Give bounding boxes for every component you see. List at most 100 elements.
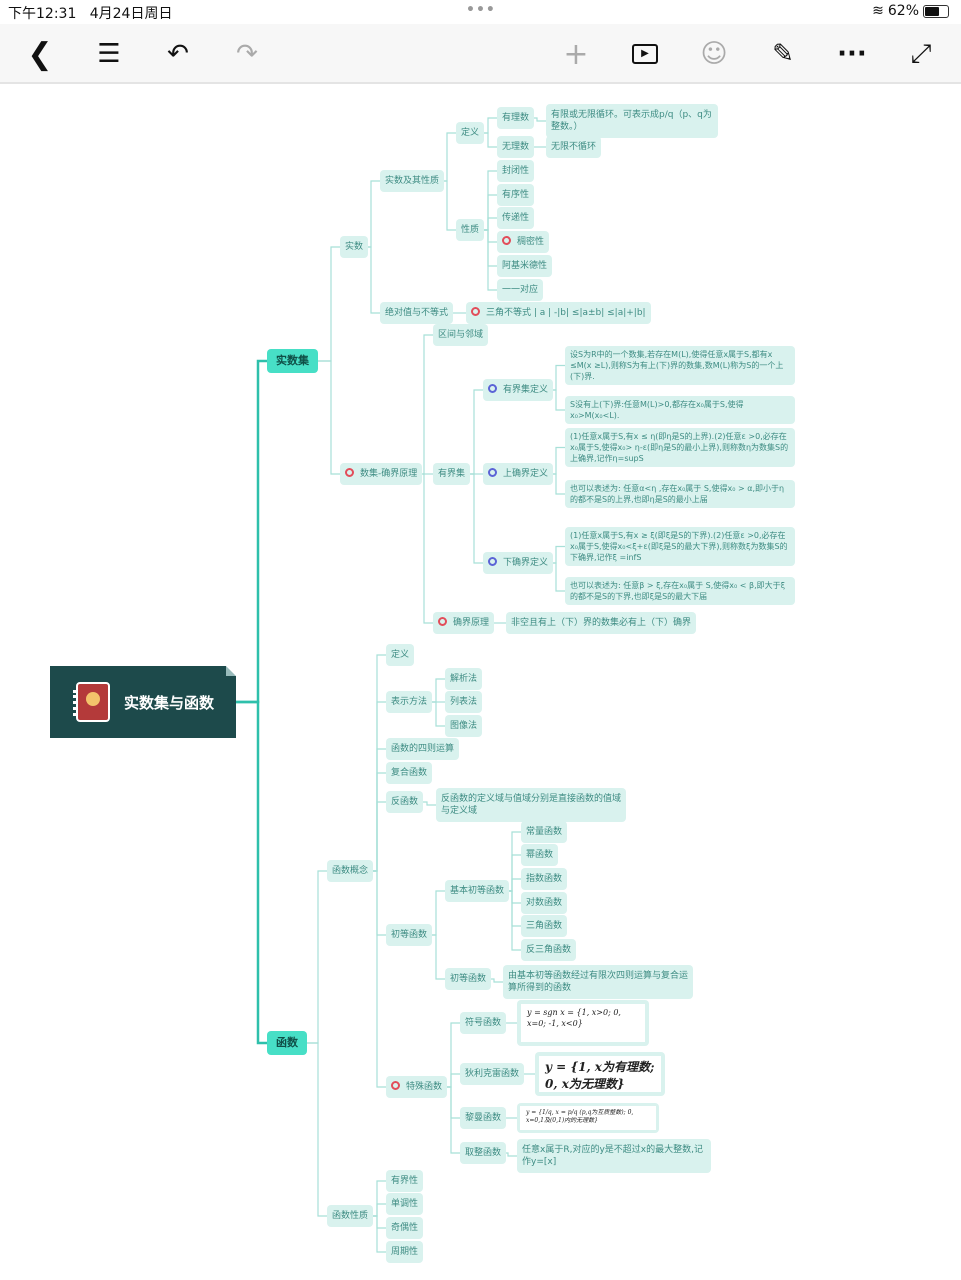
topic-text[interactable]: (1)任意x属于S,有x ≥ ξ(即ξ是S的下界).(2)任意ε >0,必存在x… [565, 527, 795, 566]
connector-line [432, 701, 445, 727]
topic-text[interactable]: 也可以表述为: 任意α<η ,存在x₀属于 S,使得x₀ > α,即小于η的都不… [565, 480, 795, 508]
topic-node[interactable]: 特殊函数 [386, 1076, 448, 1098]
topic-node[interactable]: 有界性 [386, 1170, 424, 1192]
topic-node[interactable]: 幂函数 [521, 844, 559, 866]
topic-node[interactable]: 黎曼函数 [460, 1107, 507, 1129]
topic-node[interactable]: 无理数 [497, 136, 535, 158]
redo-icon[interactable]: ↷ [236, 39, 258, 69]
connector-line [553, 446, 565, 475]
topic-node[interactable]: 单调性 [386, 1193, 424, 1215]
topic-node[interactable]: 初等函数 [386, 924, 433, 946]
topic-node[interactable]: 函数性质 [327, 1205, 374, 1227]
root-topic[interactable]: 实数集与函数 [50, 666, 236, 738]
topic-text[interactable]: 非空且有上（下）界的数集必有上（下）确界 [506, 612, 697, 634]
connector-line [447, 1073, 460, 1088]
time-label: 下午12:31 [8, 6, 77, 22]
connector-line [484, 170, 497, 231]
topic-node[interactable]: 定义 [456, 122, 485, 144]
topic-text[interactable]: 反函数的定义域与值域分别是直接函数的值域与定义域 [436, 788, 626, 822]
connector-line [432, 934, 445, 980]
topic-node[interactable]: 图像法 [445, 715, 483, 737]
connector-line [509, 854, 521, 892]
topic-node[interactable]: 阿基米德性 [497, 255, 553, 277]
topic-node[interactable]: 稠密性 [497, 231, 550, 253]
topic-node[interactable]: 常量函数 [521, 821, 568, 843]
topic-node[interactable]: 实数及其性质 [380, 170, 445, 192]
topic-node[interactable]: 初等函数 [445, 968, 492, 990]
format-brush-icon[interactable]: ✎ [772, 39, 794, 69]
topic-node[interactable]: 有理数 [497, 107, 535, 129]
connector-line [422, 334, 433, 475]
connector-line [470, 389, 483, 475]
topic-node[interactable]: 定义 [386, 644, 415, 666]
sign-function-image[interactable]: y = sgn x = {1, x>0; 0, x=0; -1, x<0} [517, 1000, 649, 1046]
topic-node[interactable]: 一一对应 [497, 279, 544, 301]
connector-line [444, 132, 456, 182]
topic-text[interactable]: 有限或无限循环。可表示成p/q（p、q为整数。） [546, 104, 718, 138]
topic-node[interactable]: 上确界定义 [483, 463, 554, 485]
topic-real-number-set[interactable]: 实数集 [267, 349, 318, 373]
presentation-play-icon[interactable]: ▶ [627, 36, 663, 72]
topic-node[interactable]: 有界集 [433, 463, 471, 485]
connector-line [484, 117, 497, 134]
undo-icon[interactable]: ↶ [167, 39, 189, 69]
topic-label: 三角不等式 | a | -|b| ≤|a±b| ≤|a|+|b| [486, 308, 646, 318]
topic-node[interactable]: 取整函数 [460, 1142, 507, 1164]
topic-text[interactable]: S没有上(下)界:任意M(L)>0,都存在x₀属于S,使得x₀>M(x₀<L). [565, 396, 795, 424]
topic-node[interactable]: 对数函数 [521, 892, 568, 914]
topic-node[interactable]: 符号函数 [460, 1012, 507, 1034]
connector-line [484, 217, 497, 231]
topic-node[interactable]: 有界集定义 [483, 379, 554, 401]
topic-node[interactable]: 狄利克雷函数 [460, 1063, 525, 1085]
topic-text[interactable]: 无限不循环 [546, 136, 602, 158]
marker-red-icon [471, 307, 480, 316]
topic-node[interactable]: 传递性 [497, 207, 535, 229]
topic-node[interactable]: 封闭性 [497, 160, 535, 182]
topic-node[interactable]: 三角函数 [521, 915, 568, 937]
topic-node[interactable]: 数集-确界原理 [340, 463, 423, 485]
topic-text[interactable]: 任意x属于R,对应的y是不超过x的最大整数,记作y=[x] [517, 1139, 711, 1173]
topic-node[interactable]: 三角不等式 | a | -|b| ≤|a±b| ≤|a|+|b| [466, 302, 651, 324]
fullscreen-icon[interactable]: ⤢ [910, 38, 932, 69]
topic-text[interactable]: 设S为R中的一个数集,若存在M(L),使得任意x属于S,都有x ≤M(x ≥L)… [565, 346, 795, 385]
more-icon[interactable]: ··· [837, 39, 867, 69]
topic-node[interactable]: 反函数 [386, 791, 424, 813]
topic-function[interactable]: 函数 [267, 1031, 307, 1055]
topic-node[interactable]: 绝对值与不等式 [380, 302, 454, 324]
topic-node[interactable]: 反三角函数 [521, 939, 577, 961]
topic-node[interactable]: 区间与邻域 [433, 324, 489, 346]
topic-node[interactable]: 函数概念 [327, 860, 374, 882]
topic-node[interactable]: 指数函数 [521, 868, 568, 890]
connector-line [509, 831, 521, 892]
topic-node[interactable]: 列表法 [445, 691, 483, 713]
topic-node[interactable]: 周期性 [386, 1241, 424, 1263]
root-topic-label: 实数集与函数 [124, 693, 215, 712]
connector-line [307, 870, 327, 1044]
topic-node[interactable]: 函数的四则运算 [386, 738, 460, 760]
topic-node[interactable]: 表示方法 [386, 691, 433, 713]
add-icon[interactable]: + [563, 36, 589, 72]
emoji-icon[interactable]: ☺ [700, 39, 728, 69]
topic-label: 下确界定义 [503, 558, 549, 568]
topic-text[interactable]: 由基本初等函数经过有限次四则运算与复合运算所得到的函数 [503, 965, 693, 999]
topic-node[interactable]: 确界原理 [433, 612, 495, 634]
topic-node[interactable]: 复合函数 [386, 762, 433, 784]
marker-blue-icon [488, 468, 497, 477]
multitask-dots-icon[interactable]: ••• [466, 2, 496, 18]
riemann-function-image[interactable]: y = {1/q, x = p/q (p,q为互质整数); 0, x=0,1及(… [517, 1103, 659, 1133]
topic-node[interactable]: 有序性 [497, 184, 535, 206]
topic-text[interactable]: 也可以表述为: 任意β > ξ,存在x₀属于 S,使得x₀ < β,即大于ξ的都… [565, 577, 795, 605]
topic-label: 有界集定义 [503, 385, 549, 395]
status-right: ≋ 62% [872, 3, 949, 19]
topic-node[interactable]: 奇偶性 [386, 1217, 424, 1239]
topic-node[interactable]: 下确界定义 [483, 552, 554, 574]
topic-node[interactable]: 基本初等函数 [445, 880, 510, 902]
topic-node[interactable]: 实数 [340, 236, 369, 258]
connector-line [236, 700, 267, 1045]
back-icon[interactable]: ❮ [27, 36, 53, 72]
topic-node[interactable]: 解析法 [445, 668, 483, 690]
outline-list-icon[interactable]: ☰ [97, 39, 121, 69]
topic-node[interactable]: 性质 [456, 219, 485, 241]
topic-text[interactable]: (1)任意x属于S,有x ≤ η(即η是S的上界).(2)任意ε >0,必存在x… [565, 428, 795, 467]
dirichlet-function-image[interactable]: y = {1, x为有理数; 0, x为无理数} [535, 1052, 665, 1096]
